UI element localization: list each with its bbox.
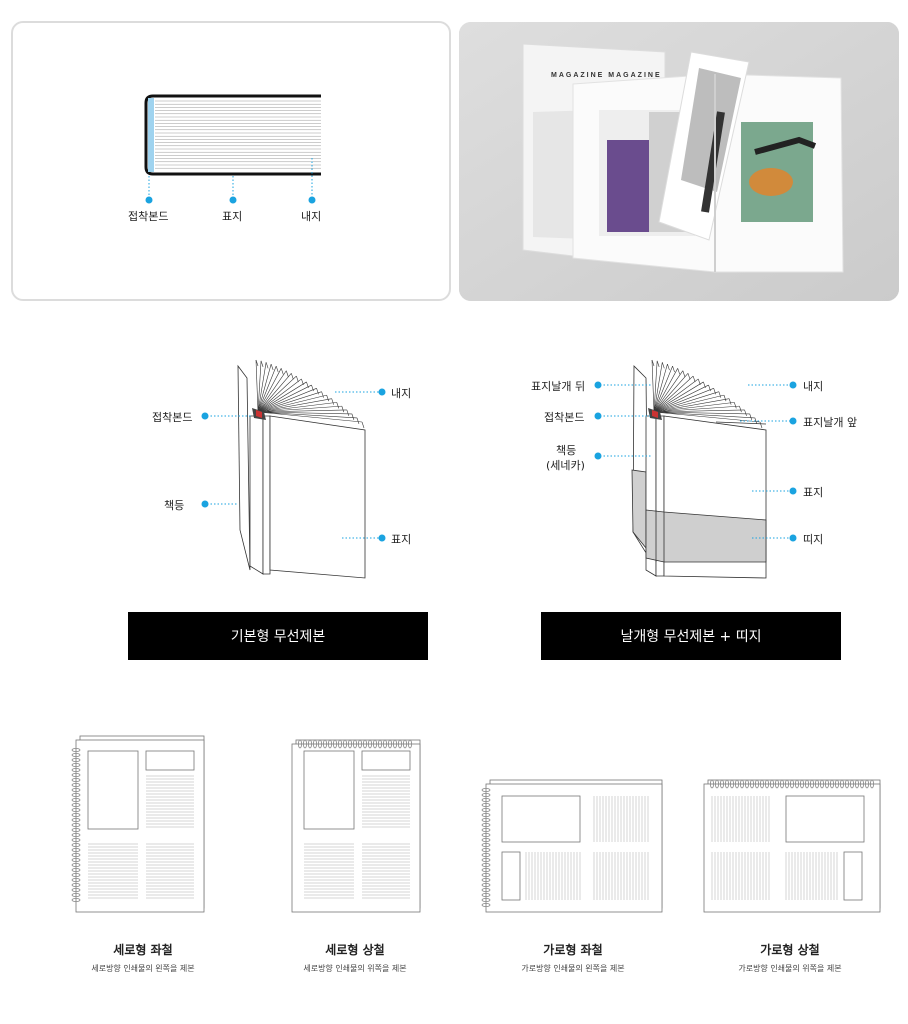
spiral-title-vertical-left: 세로형 좌철 [113, 943, 173, 957]
basic-binding-diagram [201, 359, 797, 579]
flap-label-cover: 표지 [803, 486, 824, 499]
label-adhesive-bond: 접착본드 [128, 210, 169, 223]
spiral-vertical-top [291, 739, 421, 913]
basic-label-cover: 표지 [391, 533, 412, 546]
spiral-subtitle-vertical-left: 세로방향 인쇄물의 왼쪽을 제본 [91, 964, 195, 973]
flap-label-spine-sub: (세네카) [546, 459, 585, 472]
basic-label-inner-pages: 내지 [391, 387, 412, 400]
basic-label-spine: 책등 [164, 499, 185, 512]
spiral-vertical-left [71, 735, 205, 913]
flap-label-adhesive-bond: 접착본드 [544, 411, 585, 424]
flap-label-flap-back: 표지날개 뒤 [531, 380, 586, 393]
label-cover: 표지 [222, 210, 243, 223]
basic-label-adhesive-bond: 접착본드 [152, 411, 193, 424]
spiral-title-horizontal-left: 가로형 좌철 [543, 943, 603, 957]
spiral-subtitle-vertical-top: 세로방향 인쇄물의 위쪽을 제본 [303, 964, 407, 973]
masthead: MAGAZINE MAGAZINE [551, 72, 662, 79]
cross-section-diagram [144, 94, 321, 204]
basic-binding-banner: 기본형 무선제본 [128, 612, 428, 660]
magazine-photo: MAGAZINE MAGAZINE [459, 22, 899, 301]
spiral-horizontal-top [703, 779, 881, 913]
spiral-horizontal-left [481, 779, 663, 913]
flap-label-spine: 책등 [556, 444, 577, 457]
spiral-title-horizontal-top: 가로형 상철 [760, 943, 820, 957]
flap-label-flap-front: 표지날개 앞 [803, 416, 858, 429]
label-inner-pages: 내지 [301, 210, 322, 223]
spiral-subtitle-horizontal-left: 가로방향 인쇄물의 왼쪽을 제본 [521, 964, 625, 973]
flap-label-belly-band: 띠지 [803, 533, 824, 546]
flap-binding-banner: 날개형 무선제본 + 띠지 [541, 612, 841, 660]
spiral-title-vertical-top: 세로형 상철 [325, 943, 385, 957]
spiral-subtitle-horizontal-top: 가로방향 인쇄물의 위쪽을 제본 [738, 964, 842, 973]
flap-label-inner-pages: 내지 [803, 380, 824, 393]
magazine-illustration: MAGAZINE MAGAZINE [459, 22, 899, 301]
